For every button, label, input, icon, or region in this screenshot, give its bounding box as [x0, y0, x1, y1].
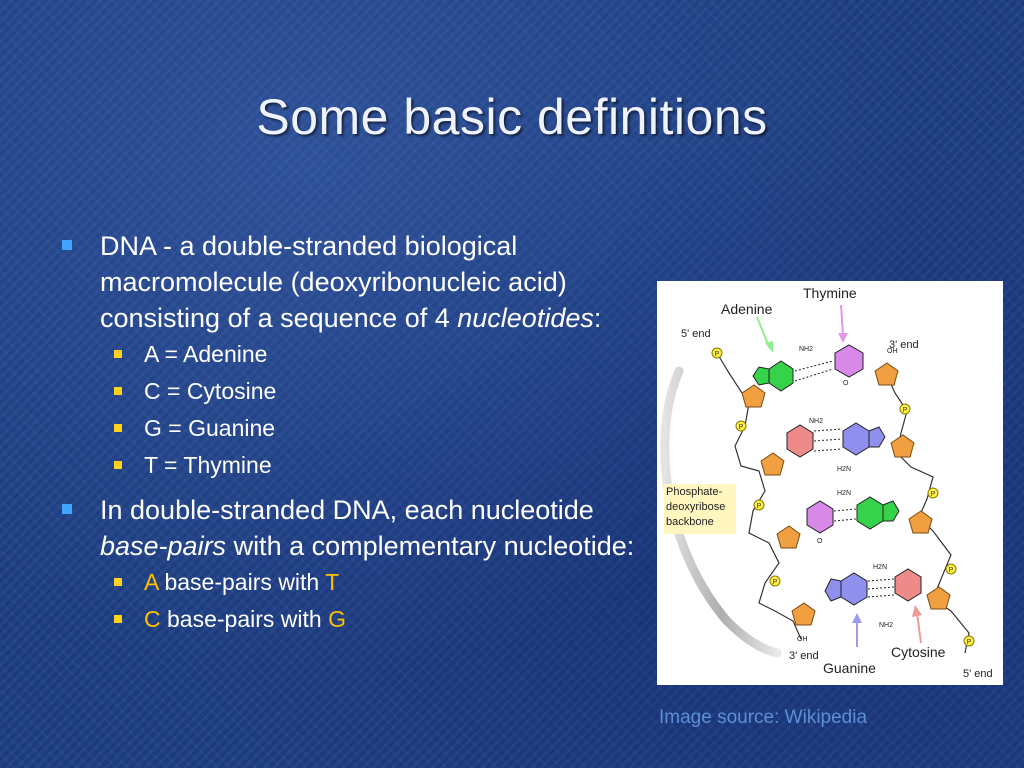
bullet-base-pairing: In double-stranded DNA, each nucleotide …: [62, 492, 642, 564]
adenine-ring-5: [752, 366, 770, 386]
atom-label: H2N: [837, 466, 851, 473]
subbullet-cytosine: C = Cytosine: [62, 373, 642, 410]
pair-base-c: C: [144, 606, 161, 632]
sugar-rings-right: [874, 362, 951, 610]
phosphate-label: P: [715, 351, 720, 358]
subbullet-marker: [114, 615, 122, 623]
label-adenine: Adenine: [721, 301, 773, 317]
cytosine-ring: [894, 568, 922, 602]
label-thymine: Thymine: [803, 285, 857, 301]
bullet-text-end: with a complementary nucleotide:: [226, 531, 635, 561]
label-3-end-top: 3' end: [889, 339, 919, 351]
atom-label: NH2: [809, 418, 823, 425]
pair-base-a: A: [144, 569, 159, 595]
guanine-ring: [840, 572, 868, 606]
backbone-label-bg: [664, 484, 736, 534]
image-source-caption: Image source: Wikipedia: [659, 707, 868, 728]
label-5-end-top: 5' end: [681, 328, 711, 340]
subbullet-text: A = Adenine: [144, 341, 268, 367]
label-3-end-bottom: 3' end: [789, 650, 819, 662]
slide-title: Some basic definitions: [256, 89, 768, 145]
label-5-end-bottom: 5' end: [963, 668, 993, 680]
label-arrows: [756, 304, 922, 647]
bullet-marker: [62, 504, 72, 514]
atom-label: OH: [797, 636, 808, 643]
phosphate-label: P: [949, 567, 954, 574]
base-pair-a-t: [752, 344, 864, 392]
pair-base-g: G: [328, 606, 346, 632]
label-cytosine: Cytosine: [891, 644, 946, 660]
thymine-ring: [834, 344, 864, 378]
subbullet-text: G = Guanine: [144, 415, 276, 441]
bullet-italic: nucleotides: [457, 303, 594, 333]
subbullet-marker: [114, 578, 122, 586]
subbullet-pair-at: A base-pairs with T: [62, 564, 642, 601]
atom-label: H2N: [873, 564, 887, 571]
dna-diagram: P P P P P P P P: [660, 285, 993, 680]
base-pair-t-a: [806, 496, 900, 534]
bullet-text: DNA - a double-stranded biological macro…: [100, 231, 567, 333]
bullet-text-end: :: [593, 303, 602, 333]
label-backbone-line1: Phosphate-: [666, 486, 723, 498]
bullet-text: In double-stranded DNA, each nucleotide: [100, 495, 594, 525]
atom-label: NH2: [879, 622, 893, 629]
phosphate-label: P: [757, 503, 762, 510]
phosphate-label: P: [967, 639, 972, 646]
subbullet-guanine: G = Guanine: [62, 410, 642, 447]
label-guanine: Guanine: [823, 660, 876, 676]
adenine-ring-5: [882, 500, 900, 522]
subbullet-marker: [114, 424, 122, 432]
subbullet-marker: [114, 350, 122, 358]
subbullet-marker: [114, 461, 122, 469]
pair-text: base-pairs with: [160, 606, 329, 632]
subbullet-text: C = Cytosine: [144, 378, 277, 404]
bullet-marker: [62, 240, 72, 250]
pair-base-t: T: [325, 569, 340, 595]
sugar-rings-left: [741, 384, 816, 626]
guanine-ring-5: [824, 578, 842, 602]
phosphate-label: P: [773, 579, 778, 586]
subbullet-text: T = Thymine: [144, 452, 272, 478]
bullet-italic: base-pairs: [100, 531, 227, 561]
phosphate-label: P: [931, 491, 936, 498]
pair-text: base-pairs with: [158, 569, 326, 595]
atom-label: H2N: [837, 490, 851, 497]
atom-label: OH: [887, 348, 898, 355]
subbullet-thymine: T = Thymine: [62, 447, 642, 484]
subbullet-pair-cg: C base-pairs with G: [62, 601, 642, 638]
base-pair-c-g-1: [786, 422, 886, 458]
cytosine-ring: [786, 424, 814, 458]
base-pair-g-c-2: [824, 568, 922, 606]
bullet-dna-definition: DNA - a double-stranded biological macro…: [62, 228, 642, 336]
label-backbone-line3: backbone: [666, 516, 714, 528]
atom-label: NH2: [799, 346, 813, 353]
dna-structure-figure: P P P P P P P P: [657, 281, 1003, 685]
subbullet-marker: [114, 387, 122, 395]
phosphate-label: P: [903, 407, 908, 414]
label-backbone-line2: deoxyribose: [666, 501, 725, 513]
guanine-ring-5: [868, 426, 886, 448]
guanine-ring: [842, 422, 870, 456]
bullet-list: DNA - a double-stranded biological macro…: [62, 228, 642, 638]
atom-label: O: [817, 538, 823, 545]
subbullet-adenine: A = Adenine: [62, 336, 642, 373]
phosphate-label: P: [739, 424, 744, 431]
phosphate-groups: [711, 347, 975, 647]
thymine-ring: [806, 500, 834, 534]
adenine-ring: [856, 496, 884, 530]
adenine-ring: [768, 360, 794, 392]
atom-label: O: [843, 380, 849, 387]
backbone-highlight-curve: [660, 366, 782, 658]
